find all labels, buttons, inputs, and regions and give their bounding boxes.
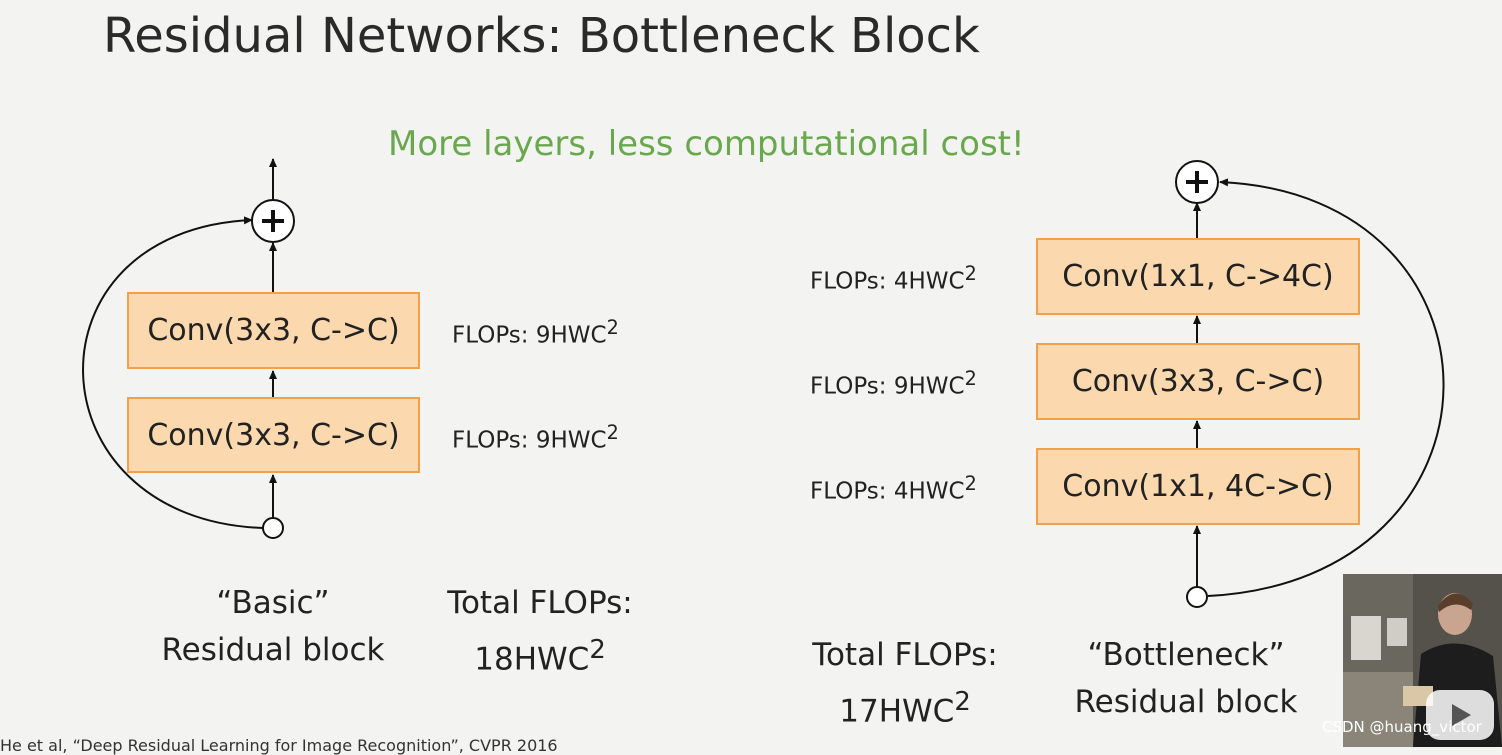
basic-flops-lower-exp: 2 [606, 421, 619, 444]
basic-total-line2: 18HWC [474, 641, 590, 678]
bottleneck-flops-middle: FLOPs: 9HWC2 [810, 367, 977, 400]
play-icon [1452, 704, 1471, 726]
bottleneck-skip-connection [1207, 178, 1445, 597]
bottleneck-flops-bottom: FLOPs: 4HWC2 [810, 472, 977, 505]
basic-total-line1: Total FLOPs: [447, 585, 633, 621]
basic-conv-upper-label: Conv(3x3, C->C) [147, 313, 400, 348]
bottleneck-flops-middle-exp: 2 [964, 367, 977, 390]
bottleneck-caption-line2: Residual block [1074, 684, 1298, 720]
citation: He et al, “Deep Residual Learning for Im… [0, 736, 558, 755]
bottleneck-conv-top: Conv(1x1, C->4C) [1036, 238, 1360, 315]
bottleneck-flops-middle-text: FLOPs: 9HWC [810, 373, 965, 400]
bottleneck-total-exp: 2 [954, 687, 971, 717]
basic-caption-line1: “Basic” [216, 585, 330, 621]
basic-flops-lower: FLOPs: 9HWC2 [452, 421, 619, 454]
bottleneck-flops-bottom-exp: 2 [964, 472, 977, 495]
slide-title: Residual Networks: Bottleneck Block [103, 8, 980, 64]
bottleneck-flops-top-text: FLOPs: 4HWC [810, 268, 965, 295]
bottleneck-conv-bottom-label: Conv(1x1, 4C->C) [1062, 469, 1334, 504]
basic-skip-connection [82, 216, 264, 529]
basic-total-exp: 2 [589, 635, 606, 665]
basic-conv-upper: Conv(3x3, C->C) [127, 292, 420, 369]
basic-total-line2-wrap: 18HWC2 [430, 627, 650, 683]
basic-flops-upper-exp: 2 [606, 316, 619, 339]
bottleneck-flops-top: FLOPs: 4HWC2 [810, 262, 977, 295]
basic-conv-lower-label: Conv(3x3, C->C) [147, 417, 400, 453]
bottleneck-caption-line1: “Bottleneck” [1087, 637, 1285, 673]
basic-flops-upper-text: FLOPs: 9HWC [452, 322, 607, 349]
watermark: CSDN @huang_victor [1322, 718, 1482, 736]
bottleneck-total-flops: Total FLOPs: 17HWC2 [795, 632, 1015, 735]
bottleneck-input-node [1186, 586, 1208, 608]
bottleneck-conv-middle: Conv(3x3, C->C) [1036, 343, 1360, 420]
bottleneck-flops-top-exp: 2 [964, 262, 977, 285]
basic-flops-upper: FLOPs: 9HWC2 [452, 316, 619, 349]
video-play-button[interactable] [1426, 690, 1494, 740]
basic-flops-lower-text: FLOPs: 9HWC [452, 427, 607, 454]
bottleneck-total-line2: 17HWC [839, 693, 955, 730]
bottleneck-conv-bottom: Conv(1x1, 4C->C) [1036, 448, 1360, 525]
basic-total-flops: Total FLOPs: 18HWC2 [430, 580, 650, 683]
bottleneck-flops-bottom-text: FLOPs: 4HWC [810, 478, 965, 505]
slide-subtitle: More layers, less computational cost! [388, 124, 1025, 164]
bottleneck-conv-top-label: Conv(1x1, C->4C) [1062, 259, 1334, 294]
basic-input-node [262, 517, 284, 539]
basic-caption: “Basic” Residual block [140, 580, 406, 674]
basic-caption-line2: Residual block [161, 632, 385, 668]
bottleneck-conv-middle-label: Conv(3x3, C->C) [1071, 364, 1325, 399]
bottleneck-total-line2-wrap: 17HWC2 [795, 679, 1015, 735]
bottleneck-caption: “Bottleneck” Residual block [1060, 632, 1312, 726]
basic-conv-lower: Conv(3x3, C->C) [127, 397, 420, 473]
bottleneck-total-line1: Total FLOPs: [812, 637, 998, 673]
